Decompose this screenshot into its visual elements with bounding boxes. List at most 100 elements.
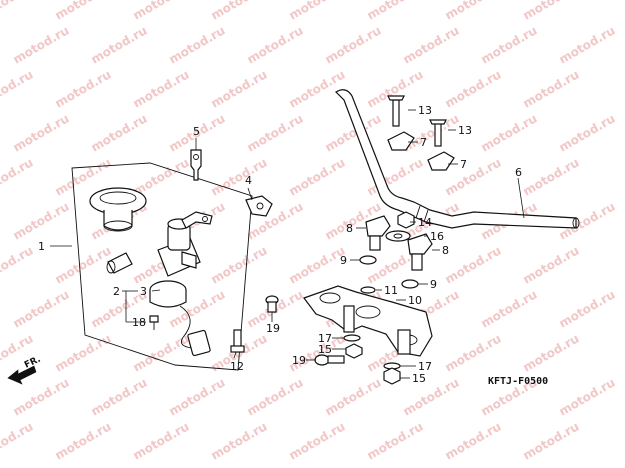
callout-6: 6: [515, 166, 522, 179]
callout-19b: 19: [292, 354, 306, 367]
watermark-text: motod.ru: [245, 23, 306, 66]
bracket-4-part: [245, 195, 273, 217]
watermark-text: motod.ru: [167, 375, 228, 418]
watermark-text: motod.ru: [479, 23, 540, 66]
callout-8b: 8: [442, 244, 449, 257]
watermark-text: motod.ru: [0, 67, 35, 110]
watermark-text: motod.ru: [131, 0, 192, 23]
arrow-left-icon: [7, 365, 37, 385]
watermark-text: motod.ru: [401, 23, 462, 66]
watermark-text: motod.ru: [53, 67, 114, 110]
callout-13a: 13: [418, 104, 432, 117]
watermark-text: motod.ru: [89, 375, 150, 418]
callout-8a: 8: [346, 222, 353, 235]
watermark-text: motod.ru: [53, 243, 114, 286]
watermark-text: motod.ru: [167, 23, 228, 66]
watermark-text: motod.ru: [0, 0, 35, 23]
watermark-text: motod.ru: [443, 331, 504, 374]
watermark-text: motod.ru: [401, 375, 462, 418]
callout-1: 1: [38, 240, 45, 253]
callout-labels: 1 2 3 4 5 6 7 7 8 8 9 9 10 11 12 13 13 1…: [38, 104, 522, 385]
watermark-text: motod.ru: [479, 287, 540, 330]
ignition-switch-part: [157, 211, 213, 277]
callout-16: 16: [430, 230, 444, 243]
callout-15b: 15: [412, 372, 426, 385]
leader-lines: [50, 109, 525, 379]
watermark-text: motod.ru: [521, 243, 582, 286]
watermark-text: motod.ru: [209, 419, 270, 462]
watermark-text: motod.ru: [131, 419, 192, 462]
watermark-text: motod.ru: [287, 155, 348, 198]
watermark-text: motod.ru: [287, 0, 348, 23]
watermark-text: motod.ru: [89, 111, 150, 154]
watermark-text: motod.ru: [521, 331, 582, 374]
callout-11: 11: [384, 284, 398, 297]
watermark-text: motod.ru: [209, 0, 270, 23]
watermark-text: motod.ru: [557, 375, 618, 418]
callout-13b: 13: [458, 124, 472, 137]
callout-5: 5: [193, 125, 200, 138]
watermark-text: motod.ru: [521, 67, 582, 110]
watermark-text: motod.ru: [557, 23, 618, 66]
watermark-text: motod.ru: [53, 419, 114, 462]
lower-holder-b-part: [401, 233, 433, 289]
callout-7a: 7: [420, 136, 427, 149]
watermark-text: motod.ru: [521, 419, 582, 462]
bolt-19-upper-part: [265, 295, 279, 313]
callout-10: 10: [408, 294, 422, 307]
watermark-text: motod.ru: [443, 0, 504, 23]
watermark-text: motod.ru: [365, 0, 426, 23]
callout-3: 3: [140, 285, 147, 298]
callout-14: 14: [418, 216, 432, 229]
watermark-text: motod.ru: [11, 287, 72, 330]
bolt-19-lower-part: [314, 354, 345, 366]
callout-7b: 7: [460, 158, 467, 171]
callout-4: 4: [245, 174, 252, 187]
sleeve-part: [106, 252, 133, 274]
nut-15a-part: [345, 343, 363, 359]
handlebar-part: [335, 89, 580, 229]
watermark-text: motod.ru: [11, 111, 72, 154]
screw-18-part: [149, 315, 159, 330]
washer-16-part: [385, 230, 411, 242]
watermark-text: motod.ru: [209, 67, 270, 110]
watermark-text: motod.ru: [89, 23, 150, 66]
diagram-code: KFTJ-F0500: [488, 376, 548, 387]
watermark-text: motod.ru: [287, 67, 348, 110]
nut-14-part: [397, 211, 415, 229]
watermark-text: motod.ru: [11, 199, 72, 242]
nut-15b-part: [383, 367, 401, 385]
watermark-text: motod.ru: [557, 111, 618, 154]
lower-holder-a-part: [359, 215, 391, 265]
callout-19a: 19: [266, 322, 280, 335]
watermark-text: motod.ru: [53, 331, 114, 374]
watermark-text: motod.ru: [443, 67, 504, 110]
upper-holder-a-part: [387, 95, 415, 151]
watermark-text: motod.ru: [209, 243, 270, 286]
top-bridge-part: [303, 285, 433, 357]
washer-17a-part: [343, 334, 361, 342]
callout-18: 18: [132, 316, 146, 329]
watermark-text: motod.ru: [245, 111, 306, 154]
callout-2: 2: [113, 285, 120, 298]
watermark-text: motod.ru: [0, 155, 35, 198]
watermark-text: motod.ru: [11, 23, 72, 66]
lock-cylinder-part: [149, 280, 211, 357]
front-direction-indicator: FR.: [7, 355, 42, 385]
callout-9b: 9: [430, 278, 437, 291]
watermark-text: motod.ru: [557, 287, 618, 330]
watermark-text: motod.ru: [443, 243, 504, 286]
callout-15a: 15: [318, 343, 332, 356]
watermark-text: motod.ru: [443, 419, 504, 462]
watermark-text: motod.ru: [521, 0, 582, 23]
watermark-text: motod.ru: [0, 243, 35, 286]
watermark-text: motod.ru: [521, 155, 582, 198]
washer-11-part: [360, 286, 376, 294]
watermark-text: motod.ru: [323, 23, 384, 66]
watermark-text: motod.ru: [131, 67, 192, 110]
callout-12: 12: [230, 360, 244, 373]
watermark-text: motod.ru: [245, 375, 306, 418]
